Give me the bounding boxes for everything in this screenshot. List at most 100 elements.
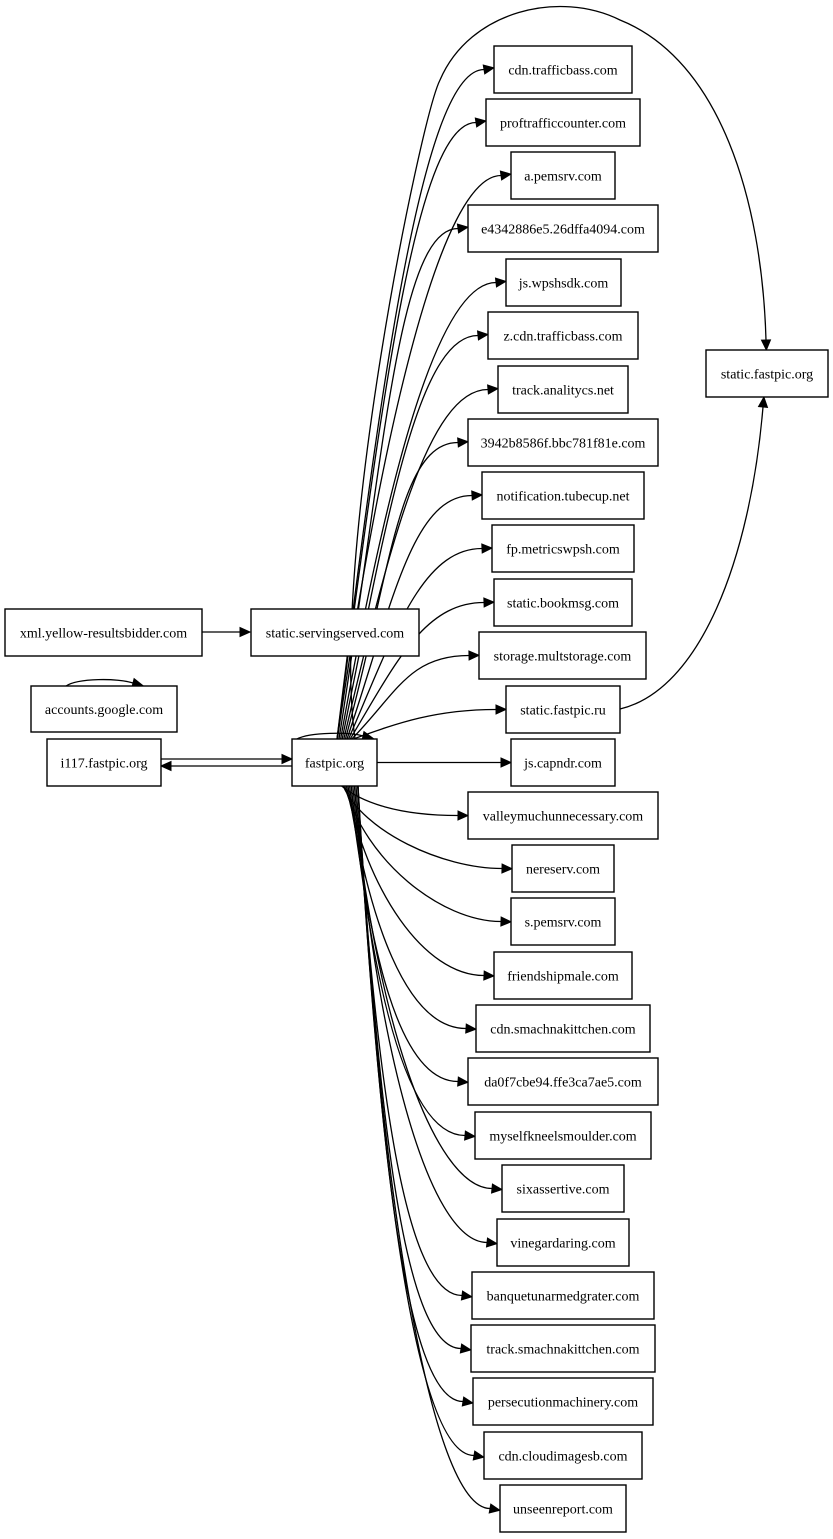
arrowhead — [482, 64, 496, 75]
node-box — [510, 151, 616, 200]
node-js-wpshsdk-com: js.wpshsdk.com — [505, 258, 622, 307]
node-valleymuchunnecessary-com: valleymuchunnecessary.com — [467, 791, 659, 840]
edge-fastpic-org-to-storage-multstorage-com — [351, 650, 481, 740]
node-box — [250, 608, 420, 657]
edge-line — [350, 5, 767, 740]
arrowhead — [471, 490, 484, 501]
arrowhead — [459, 1343, 473, 1354]
node-box — [501, 1164, 625, 1213]
node-box — [705, 349, 829, 398]
node-box — [505, 685, 621, 734]
node-label: s.pemsrv.com — [525, 916, 602, 931]
node-static-bookmsg-com: static.bookmsg.com — [493, 578, 633, 627]
node-sixassertive-com: sixassertive.com — [501, 1164, 625, 1213]
node-box — [4, 608, 203, 657]
arrowhead — [456, 223, 470, 234]
node-label: static.fastpic.ru — [520, 704, 606, 719]
edge-line — [339, 281, 497, 740]
node-label: e4342886e5.26dffa4094.com — [481, 223, 645, 238]
node-box — [291, 738, 378, 787]
edge-line — [357, 785, 464, 1403]
node-storage-multstorage-com: storage.multstorage.com — [478, 631, 647, 680]
edge-xml-yellow-resultsbidder-com-to-static-servingserved-com — [202, 626, 252, 638]
node-label: persecutionmachinery.com — [488, 1396, 638, 1411]
node-box — [491, 524, 635, 573]
edge-line — [336, 68, 485, 740]
node-box — [472, 1377, 654, 1426]
node-a-pemsrv-com: a.pemsrv.com — [510, 151, 616, 200]
node-box — [467, 791, 659, 840]
node-cdn-cloudimagesb-com: cdn.cloudimagesb.com — [483, 1431, 643, 1480]
edge-line — [346, 494, 473, 740]
node-cdn-trafficbass-com: cdn.trafficbass.com — [493, 45, 633, 94]
node-myselfkneelsmoulder-com: myselfkneelsmoulder.com — [474, 1111, 652, 1160]
arrowhead — [490, 1183, 504, 1194]
arrowhead — [481, 543, 494, 554]
node-label: cdn.trafficbass.com — [508, 64, 617, 79]
node-box — [467, 204, 659, 253]
node-box — [505, 258, 622, 307]
arrowhead — [465, 1023, 478, 1034]
node-box — [493, 45, 633, 94]
edge-line — [343, 388, 489, 740]
arrowhead — [472, 1450, 486, 1461]
edge-line — [336, 121, 477, 740]
node-3942b8586f-com: 3942b8586f.bbc781f81e.com — [467, 418, 659, 467]
edge-fastpic-org-to-static-fastpic-ru — [353, 704, 508, 740]
node-label: vinegardaring.com — [510, 1237, 615, 1252]
node-friendshipmale-com: friendshipmale.com — [493, 951, 633, 1000]
node-label: xml.yellow-resultsbidder.com — [20, 627, 187, 642]
node-label: z.cdn.trafficbass.com — [503, 330, 622, 345]
node-label: cdn.smachnakittchen.com — [490, 1023, 636, 1038]
arrowhead — [468, 650, 481, 661]
node-box — [470, 1324, 656, 1373]
edge-fastpic-org-to-persecutionmachinery-com — [357, 785, 475, 1407]
edge-fastpic-org-to-track-smachnakittchen-com — [356, 785, 473, 1354]
node-da0f7cbe94-com: da0f7cbe94.ffe3ca7ae5.com — [467, 1057, 659, 1106]
edge-line — [351, 654, 470, 740]
node-xml-yellow-resultsbidder-com: xml.yellow-resultsbidder.com — [4, 608, 203, 657]
edge-line — [355, 785, 463, 1297]
node-label: friendshipmale.com — [507, 970, 619, 985]
arrowhead — [461, 1396, 475, 1407]
node-fp-metricswpsh-com: fp.metricswpsh.com — [491, 524, 635, 573]
edge-line — [296, 732, 364, 740]
node-box — [499, 1484, 627, 1533]
node-js-capndr-com: js.capndr.com — [510, 738, 616, 787]
edge-line — [348, 785, 459, 1083]
node-vinegardaring-com: vinegardaring.com — [496, 1218, 630, 1267]
node-layer: fastpic.org i117.fastpic.org accounts.goog… — [4, 45, 829, 1533]
node-label: storage.multstorage.com — [494, 650, 632, 665]
edge-line — [65, 678, 134, 687]
node-label: accounts.google.com — [45, 703, 163, 718]
node-label: js.wpshsdk.com — [518, 277, 609, 292]
arrowhead — [457, 437, 470, 448]
node-track-analitycs-net: track.analitycs.net — [497, 365, 629, 414]
node-box — [493, 951, 633, 1000]
arrowhead — [485, 1237, 499, 1248]
node-box — [493, 578, 633, 627]
node-label: cdn.cloudimagesb.com — [498, 1450, 627, 1465]
node-box — [487, 311, 639, 360]
node-static-fastpic-ru: static.fastpic.ru — [505, 685, 621, 734]
node-label: notification.tubecup.net — [497, 490, 630, 505]
arrowhead — [457, 810, 470, 821]
arrowhead — [159, 760, 172, 772]
node-cdn-smachnakittchen-com: cdn.smachnakittchen.com — [475, 1004, 651, 1053]
node-fastpic-org: fastpic.org — [291, 738, 378, 787]
node-label: track.analitycs.net — [512, 384, 614, 399]
node-s-pemsrv-com: s.pemsrv.com — [510, 897, 616, 946]
edge-line — [353, 708, 497, 740]
arrowhead — [495, 704, 508, 715]
edge-layer — [65, 5, 772, 1514]
node-label: banquetunarmedgrater.com — [487, 1290, 640, 1305]
node-label: js.capndr.com — [523, 757, 602, 772]
edge-fastpic-org-to-myselfkneelsmoulder-com — [350, 785, 477, 1141]
edge-fastpic-org-to-fp-metricswpsh-com — [347, 543, 494, 740]
node-box — [485, 98, 641, 147]
node-label: i117.fastpic.org — [60, 757, 147, 772]
node-box — [510, 738, 616, 787]
node-persecutionmachinery-com: persecutionmachinery.com — [472, 1377, 654, 1426]
edge-line — [357, 785, 475, 1457]
